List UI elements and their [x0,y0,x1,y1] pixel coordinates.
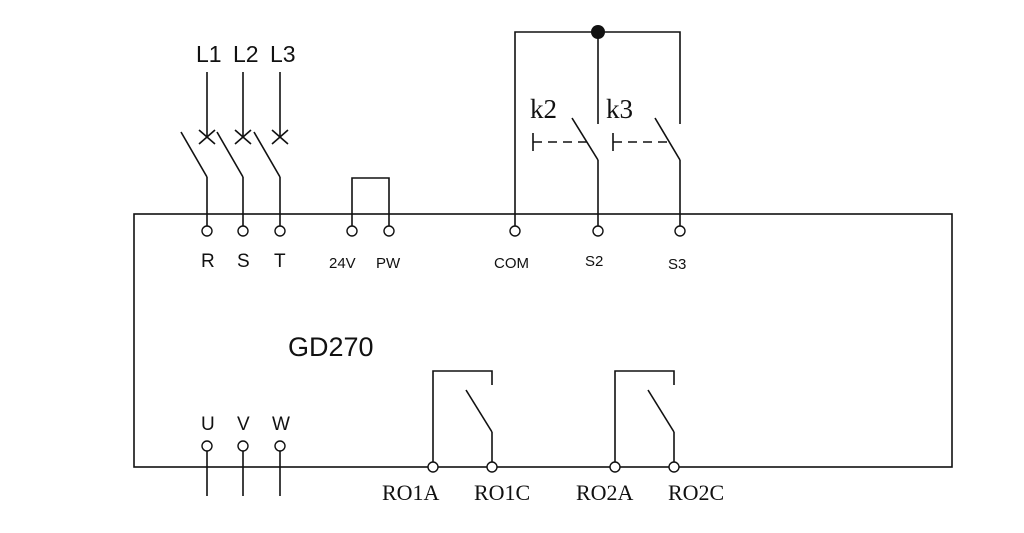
terminal-label: RO2C [668,480,724,505]
terminal-ro1a: RO1A [382,461,440,505]
terminal-label: T [274,251,286,272]
terminal-w: W [272,414,290,496]
jumper-24v-pw [351,177,390,226]
terminal-v: V [237,414,250,496]
supply-line-l3: L3 [253,41,296,226]
switch-blade [654,117,681,161]
terminal-label: S [237,251,250,272]
relay-contact-blade [465,389,493,433]
terminal-r: R [201,225,215,272]
terminal-label: COM [494,255,529,272]
supply-line-label: L3 [270,41,296,67]
terminal-label: PW [376,255,401,272]
terminal-24v: 24V [329,225,358,272]
terminal-pw: PW [376,225,401,272]
terminal-label: V [237,414,250,435]
terminal-com: COM [494,225,529,272]
breaker-blade [253,131,281,178]
terminal-label: S3 [668,256,686,273]
switch-label: k2 [530,94,557,124]
supply-line-label: L1 [196,41,222,67]
relay-ro1 [432,370,493,462]
terminal-s3: S3 [668,225,686,273]
jumper-wire [351,177,390,226]
switch-blade [571,117,599,161]
terminal-ro2a: RO2A [576,461,634,505]
control-wiring [514,25,681,226]
switch-k2: k2 [530,94,599,226]
supply-line-l1: L1 [180,41,222,226]
supply-line-label: L2 [233,41,259,67]
device-model-label: GD270 [288,332,374,362]
terminal-label: W [272,414,290,435]
terminal-label: RO1C [474,480,530,505]
relay-contact-wire [432,370,493,462]
relay-contact-blade [647,389,675,433]
breaker-blade [180,131,208,178]
drive-enclosure [133,213,953,468]
terminal-s2: S2 [585,225,604,270]
terminal-u: U [201,414,215,496]
terminal-t: T [274,225,286,272]
terminal-label: RO1A [382,480,440,505]
switch-k3: k3 [606,94,681,226]
terminal-ro1c: RO1C [474,461,530,505]
breaker-blade [216,131,244,178]
relay-ro2 [614,370,675,462]
terminal-label: 24V [329,255,356,272]
terminal-s: S [237,225,250,272]
terminal-label: RO2A [576,480,634,505]
switch-label: k3 [606,94,633,124]
supply-line-l2: L2 [216,41,259,226]
terminal-label: S2 [585,253,603,270]
terminal-ro2c: RO2C [668,461,724,505]
terminal-label: R [201,251,215,272]
terminal-label: U [201,414,215,435]
relay-contact-wire [614,370,675,462]
